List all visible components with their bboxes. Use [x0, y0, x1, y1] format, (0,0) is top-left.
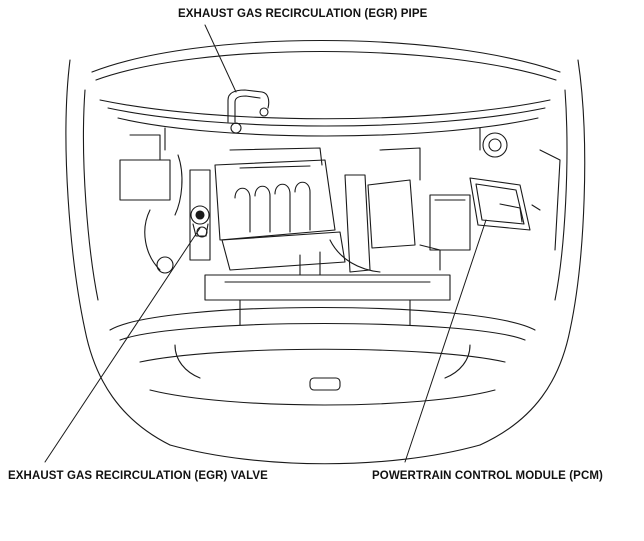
front-bumper [109, 307, 536, 465]
center-components [299, 147, 441, 276]
pcm-module [469, 177, 541, 231]
radiator-support [204, 274, 451, 326]
left-components [119, 134, 211, 274]
intake-manifold [214, 147, 346, 271]
cowl-panel [99, 99, 551, 151]
pcm-label: POWERTRAIN CONTROL MODULE (PCM) [372, 470, 603, 482]
leader-lines [44, 24, 487, 463]
egr-pipe [227, 89, 270, 134]
right-components [429, 132, 561, 251]
leader-line-egr-pipe [204, 24, 237, 93]
leader-line-egr-valve [44, 227, 201, 463]
egr-pipe-label: EXHAUST GAS RECIRCULATION (EGR) PIPE [178, 8, 428, 20]
egr-valve-label: EXHAUST GAS RECIRCULATION (EGR) VALVE [8, 470, 268, 482]
leader-line-pcm [404, 219, 487, 463]
egr-valve [190, 205, 210, 238]
hood-outline [65, 39, 586, 446]
